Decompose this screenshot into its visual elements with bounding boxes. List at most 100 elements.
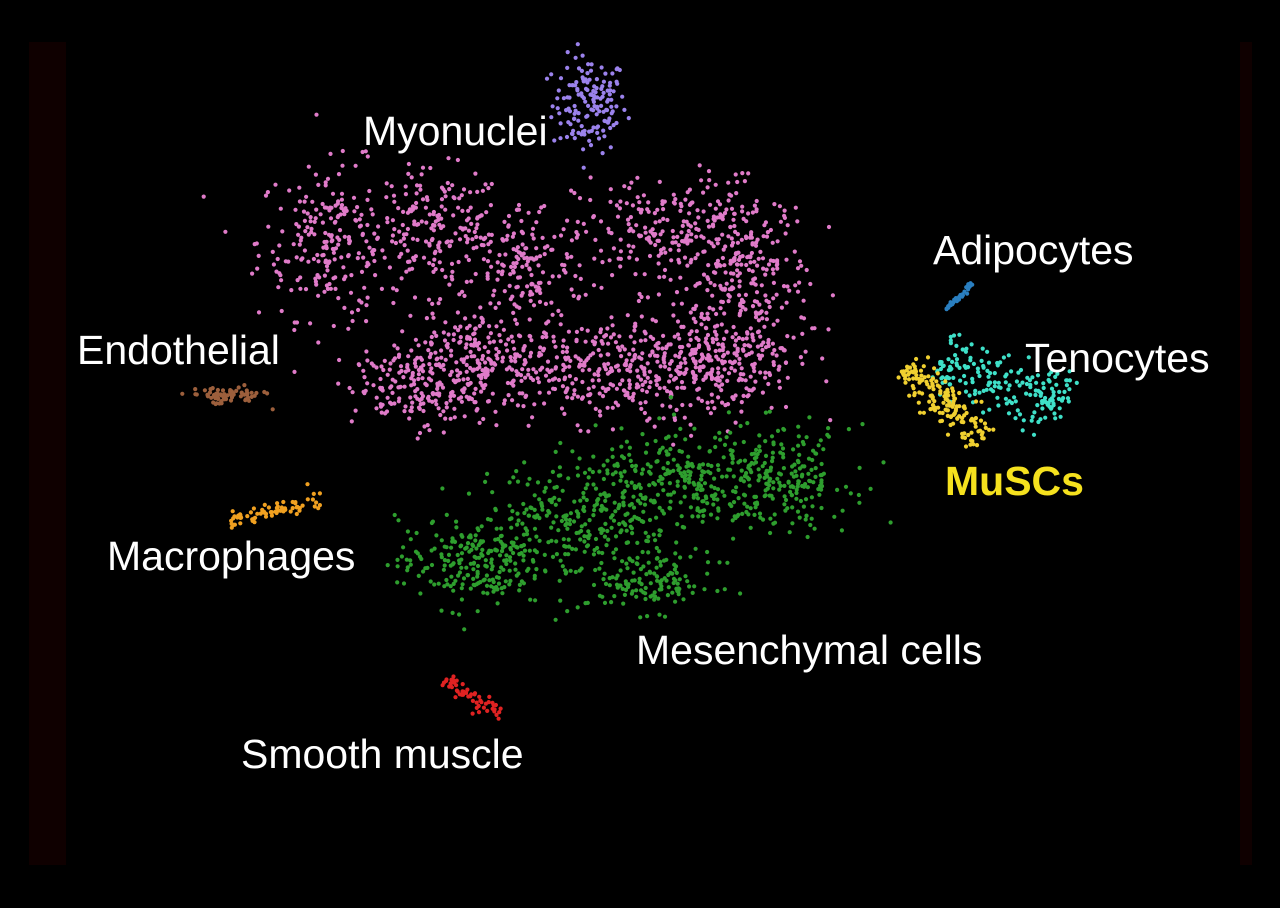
point-myonuclei-main <box>638 377 644 382</box>
point-myonuclei-main <box>699 398 705 403</box>
point-myonuclei-main <box>324 246 329 251</box>
point-myonuclei-main <box>549 368 554 373</box>
point-adipocytes <box>960 293 966 298</box>
point-mesenchymal-cells <box>429 520 434 526</box>
point-mesenchymal-cells <box>618 478 623 483</box>
point-myonuclei-main <box>759 353 765 358</box>
point-myonuclei-main <box>431 315 436 320</box>
point-mesenchymal-cells <box>795 509 801 514</box>
point-mesenchymal-cells <box>609 525 614 530</box>
point-mesenchymal-cells <box>715 487 721 492</box>
point-mesenchymal-cells <box>439 608 444 613</box>
point-mesenchymal-cells <box>511 475 516 480</box>
point-macrophages <box>262 502 267 507</box>
point-mesenchymal-cells <box>668 492 673 497</box>
point-myonuclei-main <box>363 149 368 154</box>
point-myonuclei-main <box>708 411 714 416</box>
point-tenocytes <box>1013 416 1018 421</box>
point-muscs <box>943 379 948 384</box>
point-myonuclei-main <box>287 188 292 193</box>
point-myonuclei-main <box>403 369 408 374</box>
point-mesenchymal-cells <box>570 546 575 552</box>
point-mesenchymal-cells <box>711 496 717 501</box>
point-myonuclei-main <box>475 366 480 371</box>
point-mesenchymal-cells <box>621 455 627 461</box>
point-myonuclei-main <box>378 402 383 407</box>
point-myonuclei-main <box>441 430 446 435</box>
point-mesenchymal-cells <box>757 448 763 453</box>
point-myonuclei-main <box>761 266 766 271</box>
point-myonuclei-main <box>511 270 516 275</box>
point-myonuclei-main <box>750 332 755 337</box>
point-smooth-muscle <box>476 710 482 715</box>
point-smooth-muscle <box>474 700 479 705</box>
point-mesenchymal-cells <box>716 467 721 472</box>
point-mesenchymal-cells <box>657 549 662 554</box>
point-mesenchymal-cells <box>816 487 821 492</box>
point-mesenchymal-cells <box>640 496 645 501</box>
point-myonuclei-main <box>540 270 546 275</box>
point-myonuclei-main <box>597 409 602 414</box>
point-myonuclei-main <box>711 244 716 249</box>
point-mesenchymal-cells <box>641 509 646 514</box>
point-mesenchymal-cells <box>638 485 643 491</box>
point-myonuclei <box>596 136 602 141</box>
point-myonuclei-main <box>527 266 532 271</box>
point-myonuclei-main <box>327 281 332 287</box>
point-smooth-muscle <box>449 677 454 682</box>
point-mesenchymal-cells <box>681 597 686 602</box>
point-macrophages <box>281 499 286 505</box>
point-mesenchymal-cells <box>591 482 596 487</box>
point-mesenchymal-cells <box>656 596 661 601</box>
point-mesenchymal-cells <box>418 591 423 596</box>
point-myonuclei-main <box>640 366 646 371</box>
point-myonuclei-main <box>637 200 642 205</box>
point-myonuclei-main <box>466 257 471 263</box>
point-mesenchymal-cells <box>702 481 708 486</box>
point-mesenchymal-cells <box>775 476 780 481</box>
point-smooth-muscle <box>470 711 475 716</box>
point-myonuclei-main <box>412 361 418 366</box>
point-myonuclei-main <box>323 230 328 236</box>
point-mesenchymal-cells <box>644 572 649 577</box>
point-myonuclei-main <box>630 358 635 363</box>
point-smooth-muscle <box>460 689 465 694</box>
point-mesenchymal-cells <box>637 580 642 585</box>
point-mesenchymal-cells <box>703 494 708 499</box>
point-mesenchymal-cells <box>745 504 750 509</box>
point-myonuclei-main <box>493 409 498 414</box>
point-mesenchymal-cells <box>782 427 787 432</box>
point-tenocytes <box>1014 379 1020 384</box>
point-mesenchymal-cells <box>591 454 596 459</box>
point-myonuclei-main <box>739 400 744 405</box>
point-mesenchymal-cells <box>472 583 477 588</box>
point-myonuclei-main <box>348 290 354 295</box>
point-muscs <box>934 379 939 384</box>
point-myonuclei-main <box>445 180 450 186</box>
point-muscs <box>973 399 979 404</box>
point-tenocytes <box>963 349 969 354</box>
point-mesenchymal-cells <box>601 577 606 582</box>
point-myonuclei-main <box>441 362 446 368</box>
point-tenocytes <box>1049 396 1054 401</box>
point-myonuclei-main <box>439 382 444 387</box>
point-mesenchymal-cells <box>610 575 615 580</box>
point-smooth-muscle <box>440 683 445 688</box>
point-myonuclei-main <box>479 389 484 394</box>
point-myonuclei-main <box>509 398 515 403</box>
point-myonuclei-main <box>635 195 640 200</box>
point-tenocytes <box>1067 387 1072 392</box>
point-mesenchymal-cells <box>809 467 814 472</box>
point-myonuclei-main <box>792 249 797 254</box>
point-myonuclei-main <box>557 274 562 279</box>
point-tenocytes <box>1031 432 1037 437</box>
point-myonuclei-main <box>435 386 440 391</box>
point-tenocytes <box>1052 411 1057 416</box>
point-myonuclei-main <box>718 306 723 311</box>
point-mesenchymal-cells <box>675 483 680 488</box>
point-myonuclei-main <box>736 335 742 341</box>
point-myonuclei-main <box>683 370 688 375</box>
point-muscs <box>931 387 936 392</box>
point-myonuclei-main <box>686 343 692 348</box>
point-tenocytes <box>1006 353 1011 358</box>
